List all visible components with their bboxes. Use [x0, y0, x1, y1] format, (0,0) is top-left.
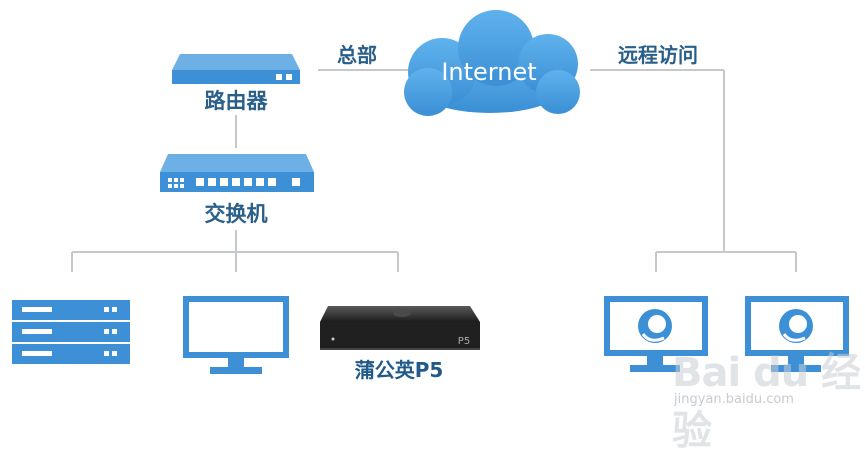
- router-icon: [172, 54, 300, 84]
- headquarters-label: 总部: [337, 43, 377, 67]
- cloud-icon: [404, 10, 580, 116]
- monitor-icon: [183, 296, 289, 374]
- router-label: 路由器: [205, 89, 269, 113]
- p5-device-icon: [320, 306, 480, 350]
- network-diagram: 路由器 交换机 总部 Internet 远程访问: [12, 10, 849, 382]
- remote-monitor-icon: [604, 296, 708, 372]
- connector-lines: [71, 69, 797, 272]
- remote-access-label: 远程访问: [618, 43, 698, 67]
- server-icon: [12, 300, 130, 364]
- switch-label: 交换机: [205, 202, 268, 226]
- remote-monitor-icon: [745, 296, 849, 372]
- switch-icon: [160, 154, 314, 192]
- baidu-watermark: Bai du 经验 jingyan.baidu.com: [662, 340, 862, 454]
- internet-label: Internet: [441, 58, 536, 86]
- p5-device-label: 蒲公英P5: [355, 358, 444, 382]
- p5-badge: P5: [458, 336, 470, 347]
- watermark-brand: Bai du 经验: [672, 350, 861, 454]
- watermark-url: jingyan.baidu.com: [674, 392, 794, 407]
